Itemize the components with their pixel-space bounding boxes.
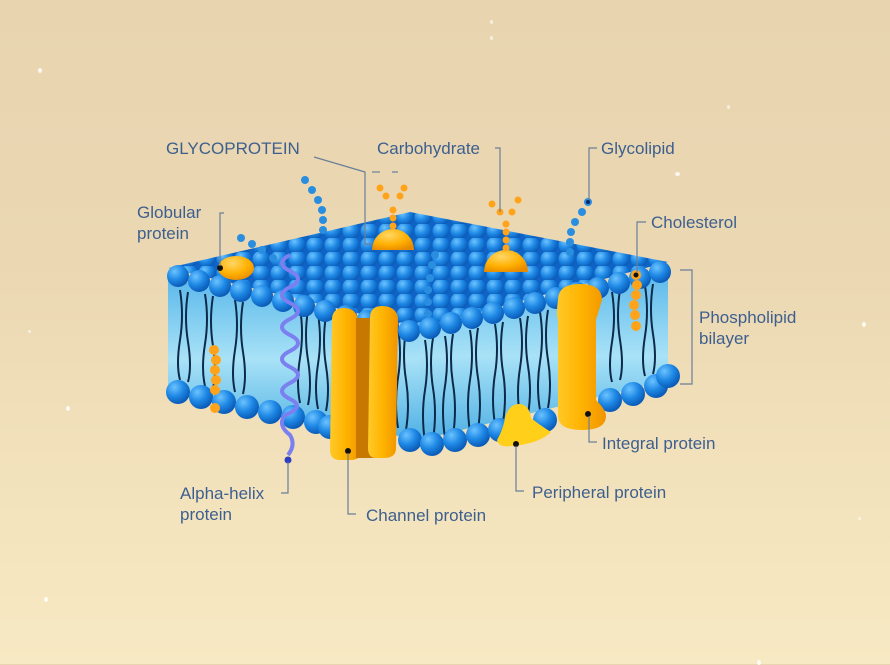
label-globular-protein: Globular protein [137,202,201,244]
label-cholesterol: Cholesterol [651,213,737,232]
label-alpha-helix-protein: Alpha-helix protein [180,483,264,525]
bilayer-right-face [420,272,668,440]
sparkle [28,330,31,333]
sparkle [490,36,493,40]
membrane-top-surface [168,212,668,328]
glycoprotein-dome [372,229,414,250]
carbohydrate-chain [376,184,522,252]
label-globular-protein-line2: protein [137,224,189,243]
phospholipid-heads-bottom-edge [166,364,680,456]
label-channel-protein: Channel protein [366,506,487,525]
globular-protein [218,256,254,280]
sparkle [675,172,680,176]
cholesterol [209,270,642,413]
integral-protein [557,284,606,430]
label-alpha-helix-line2: protein [180,505,232,524]
label-integral-protein: Integral protein [602,434,716,453]
sparkle [862,322,866,327]
label-phospholipid-bilayer-line1: Phospholipid [699,308,797,327]
label-globular-protein-line1: Globular [137,203,202,222]
sparkle [38,68,42,73]
channel-protein [330,308,362,460]
label-carbohydrate: Carbohydrate [377,139,481,158]
sparkle [727,105,730,109]
sparkle [490,20,493,24]
sparkle [858,517,861,520]
label-peripheral-protein: Peripheral protein [532,483,667,502]
peripheral-protein [497,404,551,447]
label-glycolipid: Glycolipid [601,139,675,158]
label-alpha-helix-line1: Alpha-helix [180,484,265,503]
leader-lines [219,147,693,515]
sparkle [44,597,48,602]
label-phospholipid-bilayer: Phospholipid bilayer [699,307,796,349]
glycoprotein-dome-2 [484,250,528,272]
sparkle [757,660,761,665]
label-glycoprotein: GLYCOPROTEIN [166,139,300,158]
sparkle [66,406,70,411]
alpha-helix-protein [279,253,300,457]
glycolipid-chain [237,176,592,318]
label-phospholipid-bilayer-line2: bilayer [699,329,750,348]
